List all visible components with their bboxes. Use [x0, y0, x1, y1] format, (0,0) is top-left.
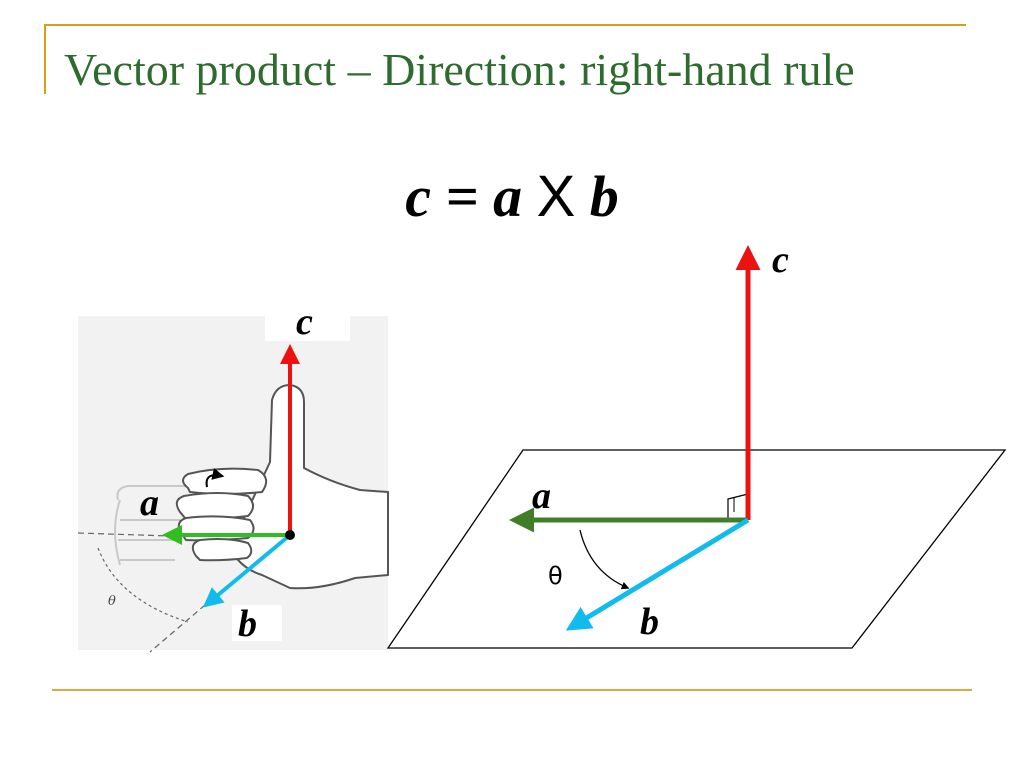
equation-c: c	[405, 164, 431, 229]
plane-theta-label: θ	[548, 562, 563, 590]
top-rule	[44, 24, 966, 26]
plane-label-c: c	[772, 239, 789, 281]
cross-product-equation: c = a X b	[0, 163, 1024, 233]
bottom-rule	[52, 689, 972, 691]
plane-figure: θ c a b	[386, 239, 1007, 649]
right-angle-marker	[727, 493, 749, 520]
hand-theta-label: θ	[108, 594, 116, 609]
slide-title: Vector product – Direction: right-hand r…	[64, 44, 855, 95]
hand-label-c: c	[296, 301, 313, 343]
plane-vector-b	[565, 517, 750, 631]
curl-arrow	[205, 468, 225, 488]
equation-a: a	[493, 164, 523, 229]
hand-b-label-box	[232, 605, 282, 641]
plane-label-b: b	[640, 601, 659, 643]
hand-origin-dot	[285, 530, 295, 540]
equation-cross-operator: X	[536, 164, 576, 229]
hand-angle-arc	[97, 547, 189, 623]
left-rule	[44, 24, 46, 94]
hand-figure: θ c a b	[77, 301, 389, 653]
hand-b-dashed-extension	[149, 604, 206, 653]
equation-b: b	[589, 164, 619, 229]
hand-a-dashed-extension	[77, 532, 171, 537]
hand-label-a: a	[140, 482, 159, 524]
plane-label-a: a	[532, 475, 551, 517]
equation-equals: =	[445, 164, 479, 229]
hand-c-label-box	[265, 305, 350, 341]
hand-vector-b	[202, 533, 292, 608]
plane-angle-arc	[579, 529, 630, 590]
hand-label-b: b	[238, 603, 257, 645]
